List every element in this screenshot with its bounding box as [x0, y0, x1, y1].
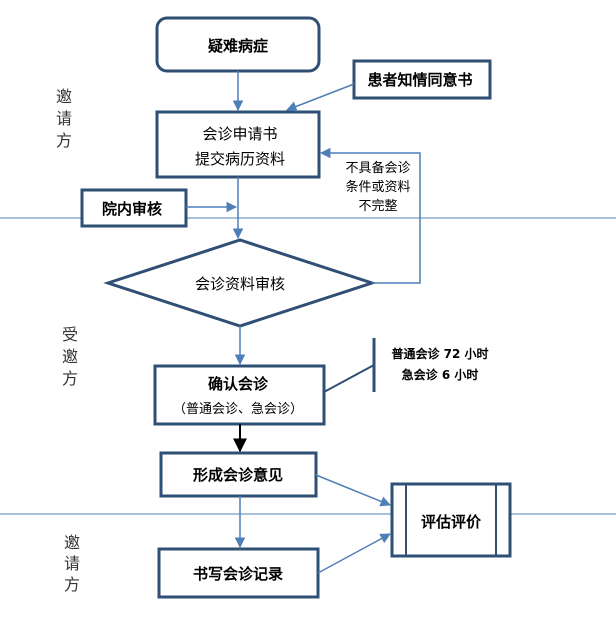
- svg-text:提交病历资料: 提交病历资料: [195, 150, 285, 168]
- annotation-time: 普通会诊 72 小时 急会诊 6 小时: [323, 338, 489, 393]
- svg-text:急会诊 6 小时: 急会诊 6 小时: [402, 367, 479, 382]
- node-consent: 患者知情同意书: [352, 59, 492, 100]
- svg-text:邀: 邀: [64, 533, 80, 552]
- lane-label-invitee: 受 邀 方: [62, 325, 78, 388]
- node-evaluate: 评估评价: [390, 482, 512, 558]
- node-difficult-case: 疑难病症: [155, 16, 321, 73]
- node-form-opinion: 形成会诊意见: [159, 451, 318, 498]
- svg-text:会诊资料审核: 会诊资料审核: [195, 275, 285, 293]
- annotation-not-qualified: 不具备会诊 条件或资料 不完整: [345, 160, 410, 214]
- svg-text:书写会诊记录: 书写会诊记录: [193, 565, 283, 583]
- arrow-record-to-evaluate: [317, 533, 391, 574]
- arrow-review-reject-loop: [319, 147, 421, 284]
- svg-text:确认会诊: 确认会诊: [208, 375, 269, 393]
- svg-text:方: 方: [64, 575, 80, 594]
- lane-label-inviter-bottom: 邀 请 方: [64, 533, 80, 594]
- svg-text:（普通会诊、急会诊）: （普通会诊、急会诊）: [173, 402, 303, 417]
- svg-text:请: 请: [56, 109, 72, 128]
- svg-text:院内审核: 院内审核: [102, 200, 162, 218]
- node-application: 会诊申请书 提交病历资料: [155, 110, 321, 179]
- node-material-review: 会诊资料审核: [103, 238, 377, 328]
- arrow-opinion-to-evaluate: [315, 474, 391, 507]
- svg-text:方: 方: [56, 131, 72, 150]
- svg-text:疑难病症: 疑难病症: [208, 37, 268, 55]
- svg-text:患者知情同意书: 患者知情同意书: [367, 71, 472, 89]
- svg-text:邀: 邀: [62, 347, 78, 366]
- node-confirm: 确认会诊 （普通会诊、急会诊）: [153, 364, 326, 426]
- svg-text:邀: 邀: [56, 87, 72, 106]
- svg-text:普通会诊 72 小时: 普通会诊 72 小时: [391, 346, 488, 361]
- node-write-record: 书写会诊记录: [157, 547, 320, 599]
- svg-text:受: 受: [62, 325, 78, 344]
- node-internal-review: 院内审核: [80, 188, 188, 228]
- svg-text:会诊申请书: 会诊申请书: [202, 125, 277, 143]
- svg-text:不具备会诊: 不具备会诊: [345, 160, 410, 176]
- svg-text:不完整: 不完整: [358, 199, 397, 214]
- lane-label-inviter-top: 邀 请 方: [56, 87, 72, 150]
- svg-text:评估评价: 评估评价: [421, 513, 482, 531]
- svg-text:方: 方: [62, 369, 78, 388]
- svg-text:请: 请: [64, 554, 80, 573]
- arrow-consent-to-application: [286, 83, 355, 112]
- svg-text:形成会诊意见: 形成会诊意见: [193, 466, 283, 484]
- svg-text:条件或资料: 条件或资料: [345, 179, 410, 195]
